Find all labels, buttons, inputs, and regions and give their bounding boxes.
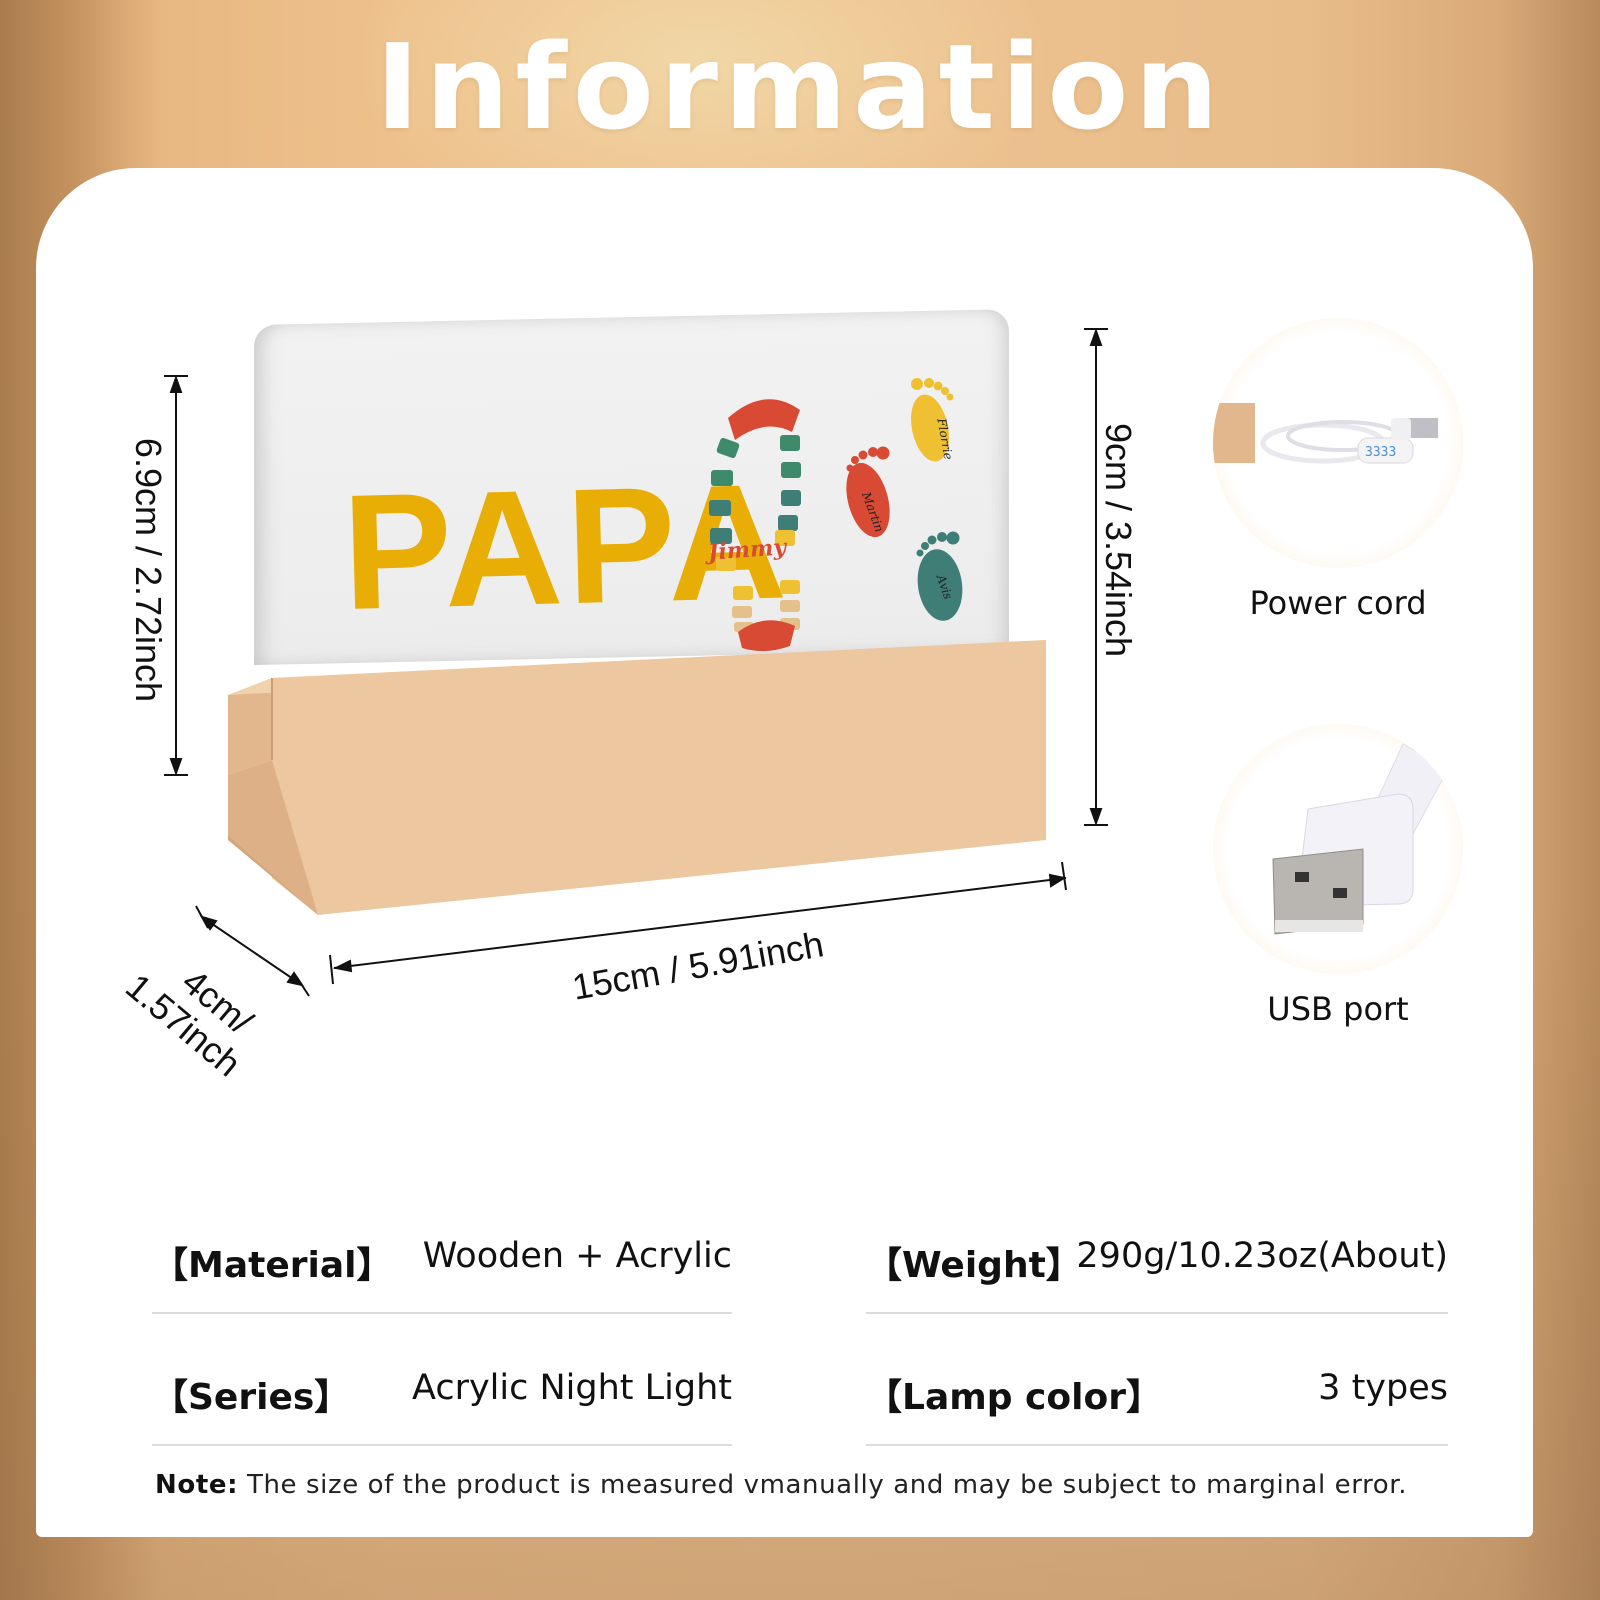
accessory-label: Power cord — [1249, 584, 1427, 622]
spec-value: 3 types — [1318, 1368, 1448, 1408]
spec-key: 【Weight】 — [866, 1245, 1082, 1286]
note-label: Note: — [155, 1470, 239, 1500]
spec-row-series: 【Series】 Acrylic Night Light — [152, 1350, 732, 1446]
spec-value: Wooden + Acrylic — [422, 1236, 732, 1276]
accessory-power-cord: 3333 Power cord — [1213, 318, 1463, 622]
wood-base — [228, 640, 1046, 915]
dimension-acrylic-height: 6.9cm / 2.72inch — [128, 437, 169, 703]
usb-cable-icon: 3333 — [1213, 318, 1463, 568]
dimension-total-height: 9cm / 3.54inch — [1098, 422, 1139, 658]
spec-key: 【Lamp color】 — [866, 1377, 1162, 1418]
dimension-lines — [164, 328, 1108, 997]
baby-foot-teal-icon — [916, 531, 963, 621]
page-title: Information — [375, 18, 1225, 156]
svg-text:3333: 3333 — [1365, 445, 1396, 460]
spec-value: Acrylic Night Light — [412, 1368, 732, 1408]
spec-row-material: 【Material】 Wooden + Acrylic — [152, 1218, 732, 1314]
spec-value: 290g/10.23oz(About) — [1076, 1236, 1448, 1276]
disclaimer-note: Note: The size of the product is measure… — [155, 1470, 1407, 1500]
accessory-usb-port: USB port — [1213, 724, 1463, 1028]
baby-foot-yellow-icon — [911, 378, 954, 462]
accessory-label: USB port — [1267, 990, 1409, 1028]
baby-foot-red-icon — [846, 446, 890, 538]
usb-plug-icon — [1213, 724, 1463, 974]
parent-name-text: Jimmy — [707, 534, 787, 566]
note-text: The size of the product is measured vman… — [238, 1470, 1408, 1500]
shoe-print-icon — [709, 399, 801, 652]
spec-key: 【Material】 — [152, 1245, 393, 1286]
spec-row-lamp-color: 【Lamp color】 3 types — [866, 1350, 1448, 1446]
spec-row-weight: 【Weight】 290g/10.23oz(About) — [866, 1218, 1448, 1314]
spec-key: 【Series】 — [152, 1377, 351, 1418]
